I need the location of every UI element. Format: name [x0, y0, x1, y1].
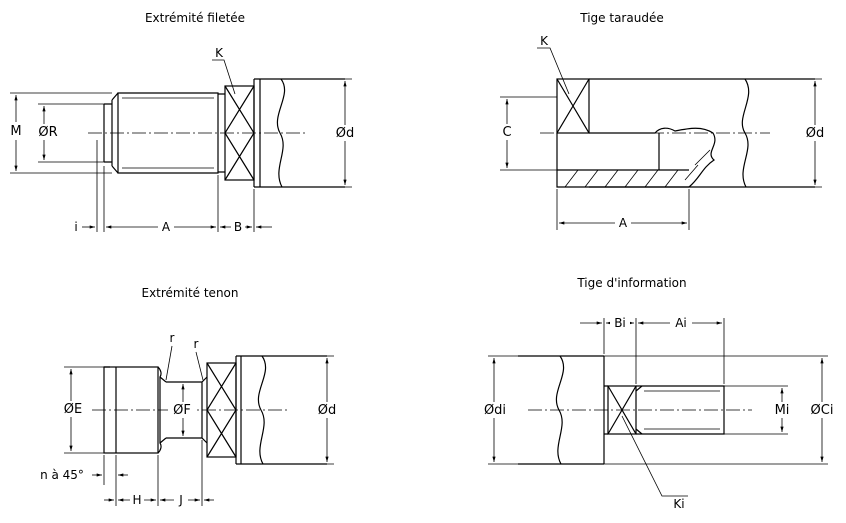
dim-Bi-Ai: Bi Ai	[580, 316, 725, 384]
info-rod-title: Tige d'information	[576, 276, 686, 290]
svg-text:ØE: ØE	[64, 402, 82, 417]
svg-text:K: K	[215, 46, 224, 60]
dim-H-J: H J	[104, 440, 214, 507]
dim-d: Ød	[314, 355, 340, 465]
thread-section	[103, 92, 225, 174]
dim-E: ØE	[59, 366, 104, 454]
svg-text:C: C	[502, 125, 511, 140]
section-cut	[556, 127, 716, 188]
dim-i-A-B: i A B	[74, 140, 272, 234]
dim-d: Ød	[802, 78, 828, 188]
svg-text:n à 45°: n à 45°	[40, 468, 84, 482]
svg-text:Ød: Ød	[336, 126, 354, 141]
dim-d: Ød	[332, 78, 358, 188]
info-rod-view: Tige d'information Ødi	[480, 276, 838, 511]
svg-text:ØR: ØR	[38, 125, 57, 140]
svg-text:J: J	[178, 493, 183, 507]
svg-text:Bi: Bi	[614, 316, 626, 330]
tapped-rod-view: Tige taraudée C Ød	[499, 11, 828, 230]
tenon-end-view: Extrémité tenon ØE	[40, 286, 340, 507]
dim-F: ØF	[168, 384, 196, 436]
svg-text:Ød: Ød	[806, 126, 824, 141]
svg-text:r: r	[194, 337, 199, 351]
dim-Mi: Mi	[724, 385, 794, 435]
tapped-rod-title: Tige taraudée	[579, 11, 663, 25]
svg-text:Ai: Ai	[675, 316, 687, 330]
thread-section	[635, 385, 725, 435]
svg-text:ØF: ØF	[173, 403, 191, 418]
dim-M: M	[6, 92, 112, 174]
svg-text:Ki: Ki	[673, 497, 684, 511]
svg-text:B: B	[234, 220, 242, 234]
dim-C: C	[499, 96, 557, 171]
leader-r: r r	[165, 331, 204, 381]
svg-text:r: r	[170, 331, 175, 345]
rod-body	[253, 78, 345, 188]
svg-text:M: M	[10, 124, 21, 139]
leader-K: K	[537, 34, 570, 95]
dim-R: ØR	[34, 103, 104, 163]
tenon-end-title: Extrémité tenon	[141, 286, 238, 300]
svg-text:Ød: Ød	[318, 403, 336, 418]
svg-text:Mi: Mi	[775, 403, 790, 418]
dim-chamfer: n à 45°	[40, 455, 128, 485]
rod-body	[235, 355, 327, 465]
threaded-end-title: Extrémité filetée	[145, 11, 245, 25]
svg-text:A: A	[619, 216, 628, 230]
wrench-flat-cross	[556, 78, 590, 134]
svg-text:i: i	[74, 220, 77, 234]
svg-text:Ødi: Ødi	[484, 403, 506, 418]
svg-text:A: A	[162, 220, 171, 234]
dim-di: Ødi	[480, 355, 518, 465]
svg-text:ØCi: ØCi	[811, 403, 834, 418]
dim-Ci: ØCi	[604, 355, 838, 465]
svg-text:H: H	[132, 493, 141, 507]
threaded-end-view: Extrémité filetée M	[6, 11, 358, 234]
leader-Ki: Ki	[621, 415, 688, 511]
leader-K: K	[212, 46, 236, 95]
dim-A: A	[556, 189, 690, 230]
svg-text:K: K	[540, 34, 549, 48]
